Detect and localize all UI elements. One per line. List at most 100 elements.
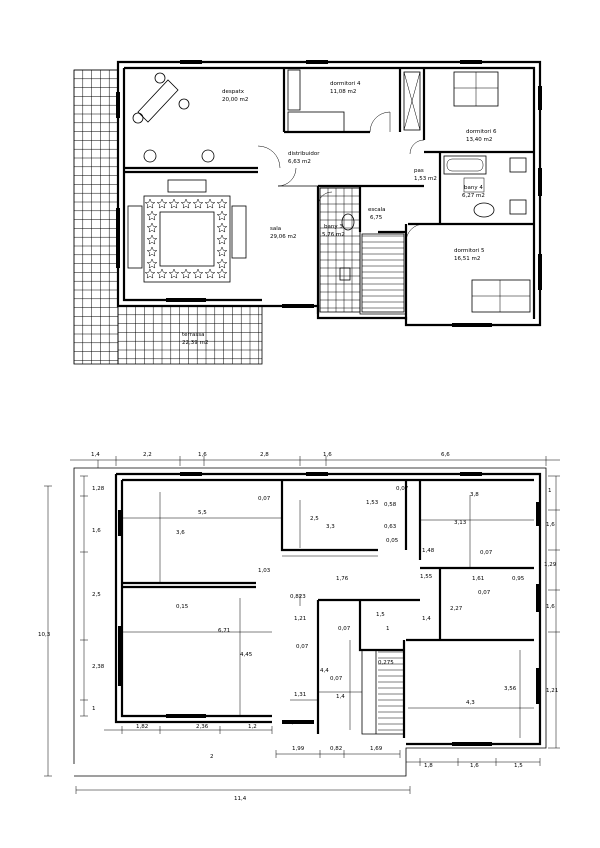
room-area: 6,63 m2 [288,159,311,165]
dimension-label: 0,15 [176,604,189,610]
room-name: dormitori 5 [454,248,485,254]
dimension-label: 0,58 [384,502,397,508]
dimension-label: 6,71 [218,628,230,634]
dimension-label: 4,3 [466,700,475,706]
dimension-label: 1,53 [366,500,379,506]
dimension-plan: 1,4 2,2 1,6 2,8 1,6 6,6 1 1,6 1,29 1,6 1… [38,452,560,802]
dimension-label: 0,07 [480,550,493,556]
stairs-icon [361,233,405,313]
bathtub-icon [443,155,487,175]
dimension-label: 1,69 [370,746,383,752]
dimension-label: 5,5 [198,510,207,516]
dimension-label: 3,3 [326,524,335,530]
dimension-label: 1,2 [248,724,257,730]
bed-icon [287,69,345,133]
dimension-label: 1,4 [336,694,345,700]
dimension-label: 0,07 [258,496,271,502]
dimension-label: 0,05 [386,538,399,544]
dimension-label: 1,21 [294,616,306,622]
dimension-label: 0,275 [378,660,394,666]
dimension-label: 10,3 [38,632,51,638]
rug-icon [143,195,231,283]
dimension-label: 3,56 [504,686,517,692]
room-area: 16,51 m2 [454,256,480,262]
room-name: escala [368,207,386,213]
room-area: 29,06 m2 [270,234,296,240]
dimension-label: 3,6 [176,530,185,536]
dimension-label: 0,82 [330,746,342,752]
dimension-label: 1,6 [546,604,555,610]
dimension-label: 1,55 [420,574,433,580]
dimension-label: 2,8 [260,452,269,458]
toilet-icon [509,157,527,173]
sink-icon [509,199,527,215]
room-area: 1,53 m2 [414,176,437,182]
room-area: 13,40 m2 [466,137,492,143]
dimension-label: 1,4 [422,616,431,622]
dimension-label: 3,8 [470,492,479,498]
dimension-label: 0,07 [338,626,351,632]
dimension-label: 1,8 [424,763,433,769]
dimension-label: 1 [92,706,96,712]
room-name: bany 4 [464,185,483,191]
dimension-label: 4,4 [320,668,329,674]
dimension-label: 1,99 [292,746,305,752]
room-name: distribuidor [288,151,320,157]
dimension-label: 1,6 [323,452,332,458]
room-name: dormitori 4 [330,81,361,87]
bathroom-tiles [319,187,361,313]
dimension-label: 1,6 [470,763,479,769]
desk-icon [132,72,215,163]
upper-floor-plan: despatx 20,00 m2 dormitori 4 11,08 m2 do… [73,60,542,365]
room-name: pas [414,168,424,174]
dimension-label: 1 [548,488,552,494]
dimension-label: 2,5 [310,516,319,522]
room-area: 20,00 m2 [222,97,248,103]
dimension-label: 0,07 [478,590,491,596]
sofa-icon [127,179,247,269]
dimension-label: 0,6 [288,720,297,726]
dimension-label: 3,13 [454,520,467,526]
dimension-label: 11,4 [234,796,247,802]
room-name: despatx [222,89,245,95]
dimension-label: 1,6 [546,522,555,528]
dimension-label: 1,6 [92,528,101,534]
dimension-label: 0,07 [396,486,409,492]
dimension-label: 2,36 [196,724,209,730]
dimension-label: 0,07 [330,676,343,682]
dimension-label: 1,31 [294,692,306,698]
room-name: bany 3 [324,224,343,230]
room-name: terrassa [182,332,204,338]
dimension-label: 1,4 [91,452,100,458]
dimension-label: 0,63 [384,524,397,530]
room-area: 5,76 m2 [322,232,345,238]
room-area: 22,39 m2 [182,340,208,346]
dimension-label: 2,2 [143,452,152,458]
dimension-label: 1,82 [136,724,148,730]
dimension-label: 0,823 [290,594,306,600]
dimension-label: 1,48 [422,548,435,554]
dimension-label: 6,6 [441,452,450,458]
dimension-label: 0,95 [512,576,525,582]
dimension-label: 2,5 [92,592,101,598]
dimension-label: 2,27 [450,606,463,612]
dimension-label: 1,21 [546,688,558,694]
dimension-label: 1,28 [92,486,105,492]
dimension-label: 1 [386,626,390,632]
dimension-label: 1,6 [198,452,207,458]
room-area: 6,75 [370,215,383,221]
room-name: sala [270,226,281,232]
dimension-label: 1,29 [544,562,557,568]
bed-icon [471,279,531,313]
room-area: 11,08 m2 [330,89,356,95]
dimension-label: 0,07 [296,644,309,650]
dimension-label: 2,38 [92,664,105,670]
dimension-label: 1,5 [376,612,385,618]
dimension-label: 1,61 [472,576,484,582]
dimension-label: 4,45 [240,652,253,658]
room-name: dormitori 6 [466,129,497,135]
dimension-label: 1,03 [258,568,271,574]
room-area: 6,27 m2 [462,193,485,199]
bed-icon [453,71,499,107]
